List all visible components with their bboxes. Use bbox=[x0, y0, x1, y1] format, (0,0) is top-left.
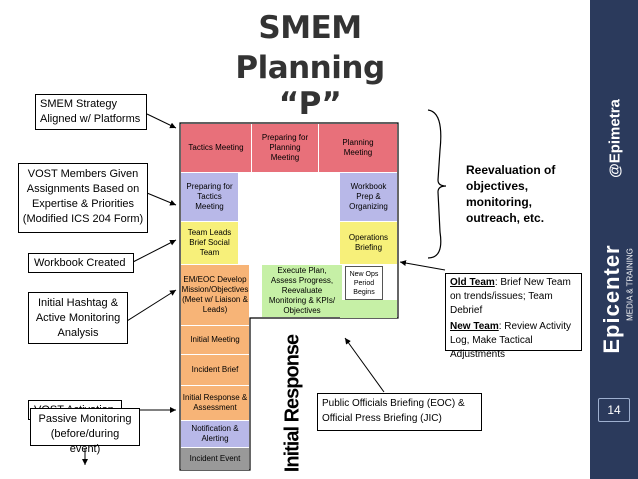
passive-monitoring-text: Passive Monitoring (before/during event) bbox=[38, 413, 132, 455]
new-team-label: New Team bbox=[450, 321, 499, 332]
operations-briefing-cell: Operations Briefing bbox=[340, 222, 397, 264]
initial-meeting-cell: Initial Meeting bbox=[181, 326, 249, 354]
public-officials-box: Public Officials Briefing (EOC) & Offici… bbox=[317, 393, 482, 431]
old-team-label: Old Team bbox=[450, 277, 495, 288]
strategy-box: SMEM Strategy Aligned w/ Platforms bbox=[35, 94, 147, 130]
planning-meeting-cell: Planning Meeting bbox=[319, 124, 397, 172]
team-box: Old Team: Brief New Team on trends/issue… bbox=[445, 273, 582, 360]
preparing-planning-cell: Preparing for Planning Meeting bbox=[252, 124, 318, 172]
old-team-text: : Brief New Team on trends/issues; Team … bbox=[450, 277, 571, 316]
brand-sub-text: MEDIA & TRAINING bbox=[625, 248, 635, 321]
execute-plan-bg bbox=[340, 300, 397, 318]
reevaluation-text: Reevaluation of objectives, monitoring, … bbox=[466, 163, 556, 225]
page-title-line1: SMEM bbox=[258, 10, 362, 46]
vost-members-text: VOST Members Given Assignments Based on … bbox=[22, 168, 144, 225]
old-team-line: Old Team: Brief New Team on trends/issue… bbox=[450, 276, 577, 318]
vost-members-box: VOST Members Given Assignments Based on … bbox=[18, 163, 148, 233]
workbook-created-text: Workbook Created bbox=[34, 257, 126, 269]
workbook-prep-cell: Workbook Prep & Organizing bbox=[340, 173, 397, 221]
new-team-text: : Review Activity Log, Make Tactical Adj… bbox=[450, 321, 571, 360]
page-title-line2: Planning “P” bbox=[235, 50, 385, 122]
hashtag-box: Initial Hashtag & Active Monitoring Anal… bbox=[28, 292, 128, 344]
page-number: 14 bbox=[598, 398, 630, 422]
workbook-created-box: Workbook Created bbox=[28, 253, 134, 273]
sidebar: @Epimetra Epicenter MEDIA & TRAINING 14 bbox=[590, 0, 638, 479]
em-eoc-cell: EM/EOC Develop Mission/Objectives (Meet … bbox=[181, 265, 249, 325]
incident-event-cell: Incident Event bbox=[181, 448, 249, 470]
initial-response-vertical: Initial Response bbox=[281, 334, 304, 473]
new-ops-cell: New Ops Period Begins bbox=[345, 266, 383, 300]
brand-text: Epicenter bbox=[599, 244, 624, 354]
incident-brief-cell: Incident Brief bbox=[181, 355, 249, 385]
team-leads-cell: Team Leads Brief Social Team bbox=[181, 222, 238, 264]
initial-response-assessment-cell: Initial Response & Assessment bbox=[181, 386, 249, 420]
notification-cell: Notification & Alerting bbox=[181, 421, 249, 447]
new-team-line: New Team: Review Activity Log, Make Tact… bbox=[450, 320, 577, 362]
strategy-text: SMEM Strategy Aligned w/ Platforms bbox=[40, 98, 141, 125]
tactics-meeting-cell: Tactics Meeting bbox=[181, 124, 251, 172]
hashtag-text: Initial Hashtag & Active Monitoring Anal… bbox=[35, 297, 121, 339]
handle-text: @Epimetra bbox=[606, 99, 624, 178]
prep-tactics-cell: Preparing for Tactics Meeting bbox=[181, 173, 238, 221]
execute-plan-cell: Execute Plan, Assess Progress, Reevaluat… bbox=[262, 265, 342, 317]
public-officials-text: Public Officials Briefing (EOC) & Offici… bbox=[322, 398, 465, 424]
passive-monitoring-box: Passive Monitoring (before/during event) bbox=[30, 408, 140, 455]
